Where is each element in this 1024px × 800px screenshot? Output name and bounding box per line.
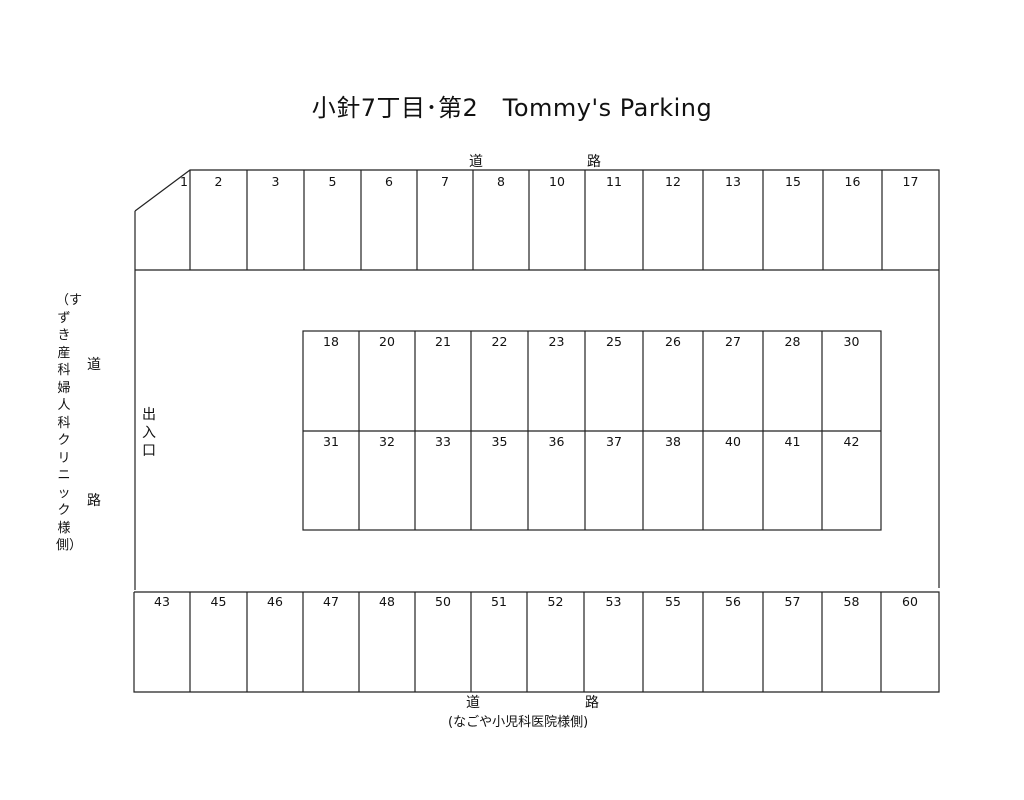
space-number-53: 53	[606, 594, 622, 609]
space-number-20: 20	[379, 334, 395, 349]
space-number-36: 36	[549, 434, 565, 449]
road-label-bottom-1: 道	[466, 695, 480, 711]
space-number-11: 11	[606, 174, 622, 189]
space-number-46: 46	[267, 594, 283, 609]
space-number-18: 18	[323, 334, 339, 349]
space-number-10: 10	[549, 174, 565, 189]
space-number-17: 17	[903, 174, 919, 189]
space-number-31: 31	[323, 434, 339, 449]
page-title: 小針7丁目･第2 Tommy's Parking	[311, 94, 713, 122]
space-number-16: 16	[845, 174, 861, 189]
space-number-12: 12	[665, 174, 681, 189]
lot-boundary-top	[134, 169, 940, 588]
space-number-22: 22	[492, 334, 508, 349]
space-number-51: 51	[491, 594, 507, 609]
entrance-label: 出入口	[142, 407, 156, 459]
space-number-6: 6	[385, 174, 393, 189]
bottom-row-outline	[133, 591, 940, 693]
space-number-5: 5	[329, 174, 337, 189]
space-number-13: 13	[725, 174, 741, 189]
space-number-43: 43	[154, 594, 170, 609]
space-number-38: 38	[665, 434, 681, 449]
space-number-50: 50	[435, 594, 451, 609]
space-number-2: 2	[215, 174, 223, 189]
bottom-road-note: (なごや小児科医院様側)	[448, 715, 589, 730]
space-number-57: 57	[785, 594, 801, 609]
space-number-8: 8	[497, 174, 505, 189]
space-number-48: 48	[379, 594, 395, 609]
space-number-15: 15	[785, 174, 801, 189]
space-number-21: 21	[435, 334, 451, 349]
space-number-52: 52	[548, 594, 564, 609]
space-number-30: 30	[844, 334, 860, 349]
space-number-25: 25	[606, 334, 622, 349]
space-number-32: 32	[379, 434, 395, 449]
space-number-3: 3	[272, 174, 280, 189]
space-number-23: 23	[549, 334, 565, 349]
space-number-28: 28	[785, 334, 801, 349]
road-label-left-1: 道	[87, 357, 101, 373]
space-number-33: 33	[435, 434, 451, 449]
space-number-45: 45	[211, 594, 227, 609]
road-label-bottom-2: 路	[585, 695, 599, 711]
space-number-56: 56	[725, 594, 741, 609]
road-label-top-1: 道	[469, 154, 483, 170]
space-number-58: 58	[844, 594, 860, 609]
space-number-26: 26	[665, 334, 681, 349]
space-number-7: 7	[441, 174, 449, 189]
space-number-41: 41	[785, 434, 801, 449]
space-number-37: 37	[606, 434, 622, 449]
space-number-47: 47	[323, 594, 339, 609]
space-number-60: 60	[902, 594, 918, 609]
space-number-55: 55	[665, 594, 681, 609]
road-label-top-2: 路	[587, 154, 601, 170]
space-number-42: 42	[844, 434, 860, 449]
road-label-left-2: 路	[87, 493, 101, 509]
space-number-1: 1	[180, 174, 188, 189]
space-number-40: 40	[725, 434, 741, 449]
space-number-35: 35	[492, 434, 508, 449]
space-number-27: 27	[725, 334, 741, 349]
